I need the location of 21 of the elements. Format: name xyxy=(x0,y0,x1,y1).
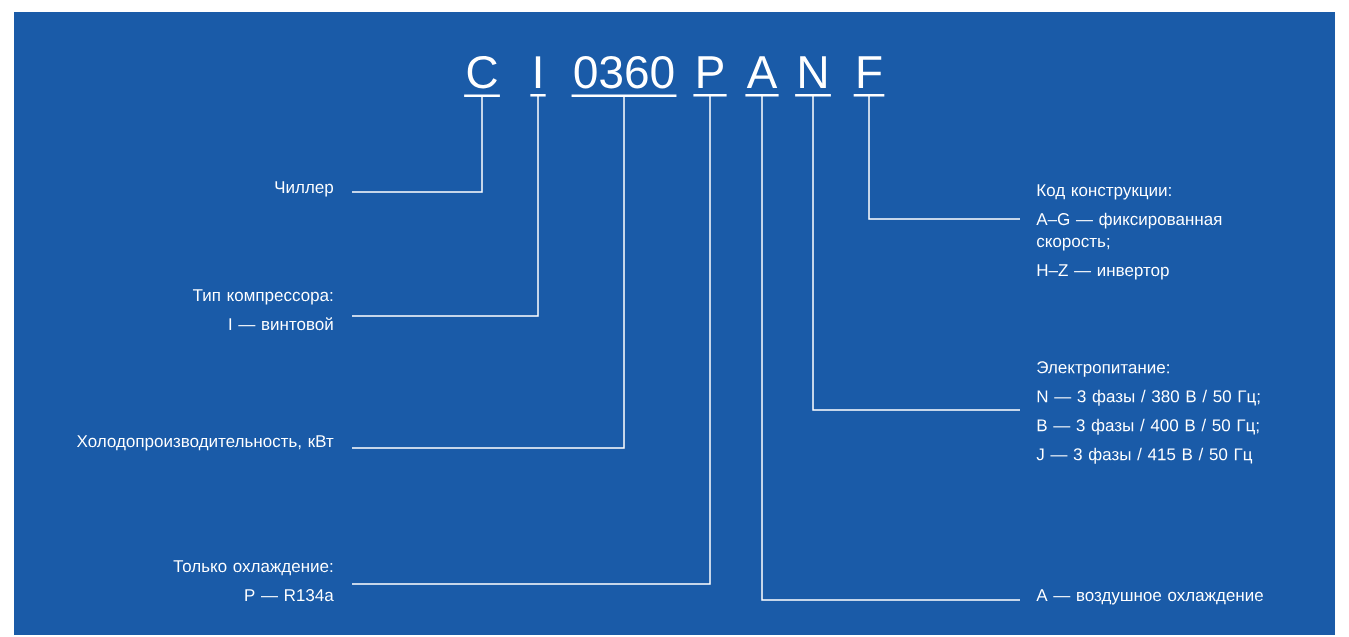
code-character: 0360 xyxy=(571,55,677,97)
code-character: P xyxy=(693,56,727,97)
code-character: F xyxy=(853,56,885,97)
description-text: Код конструкции: A–G — фиксированная скорость; H–Z — инвертор xyxy=(1036,184,1222,280)
description-text: A — воздушное охлаждение xyxy=(1036,589,1263,605)
description-text: Тип компрессора: I — винтовой xyxy=(192,289,333,331)
leader-line xyxy=(351,94,483,193)
leader-line xyxy=(351,94,539,317)
description-text: Холодопроизводительность, кВт xyxy=(76,435,334,451)
description-text: Чиллер xyxy=(275,181,333,197)
leader-line xyxy=(351,94,711,585)
code-character: N xyxy=(795,56,831,97)
description-text: Электропитание: N — 3 фазы / 380 В / 50 Гц; B — 3 фазы / 400 В / 50 Гц; J — 3 фазы / 415 В / 50 Гц xyxy=(1036,361,1260,464)
code-character: A xyxy=(745,56,779,97)
leader-line xyxy=(868,94,1021,220)
leader-line xyxy=(351,94,625,449)
code-character: C xyxy=(464,55,500,97)
description-text: Только охлаждение: P — R134a xyxy=(173,560,334,602)
leader-line xyxy=(761,94,1021,601)
code-character: I xyxy=(530,56,546,97)
leader-line xyxy=(812,94,1021,411)
